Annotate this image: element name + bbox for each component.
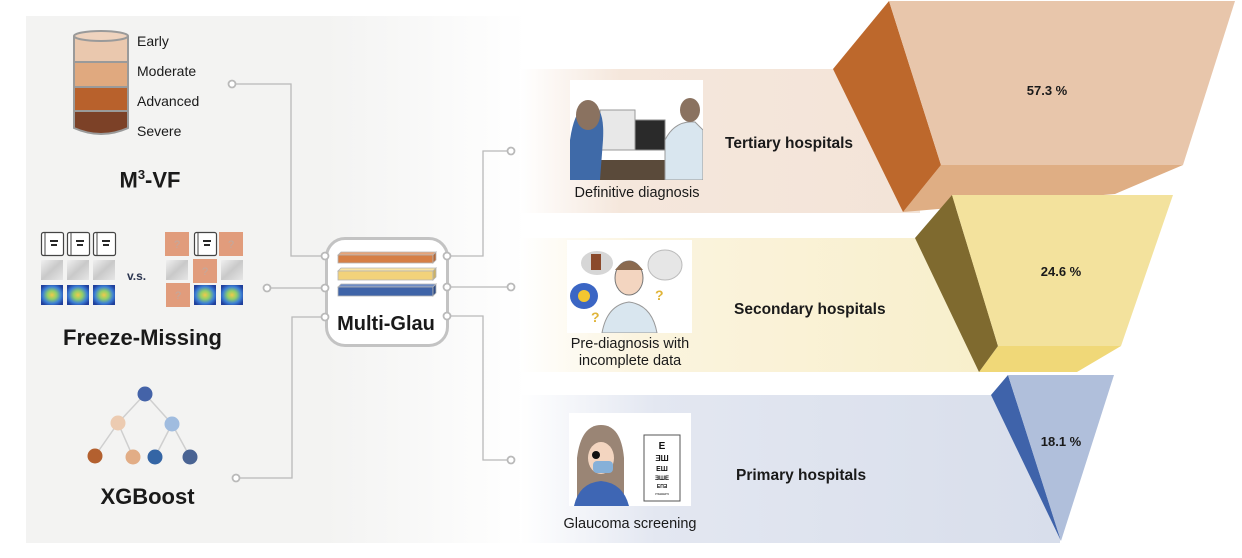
svg-text:?: ?: [591, 309, 600, 325]
versus-label: v.s.: [127, 269, 147, 283]
connector-node: [506, 282, 516, 292]
port-node: [442, 282, 452, 292]
tree-node: [125, 449, 141, 465]
connector-node: [506, 146, 516, 156]
connector-node: [506, 455, 516, 465]
fundus-image-icon: [221, 260, 243, 280]
funnel-tertiary-front-face: [889, 1, 1235, 165]
tree-node: [87, 448, 103, 464]
tree-node: [110, 415, 126, 431]
funnel-secondary-percent: 24.6 %: [1041, 264, 1082, 279]
funnel-tertiary-side-face: [833, 1, 941, 212]
funnel-primary-side-face: [991, 375, 1061, 541]
stage-label-severe: Severe: [137, 123, 182, 139]
tertiary-hospitals-label: Tertiary hospitals: [725, 135, 854, 152]
eye-chart-screening-icon: E ƎШ EШ ƎШE EПƎ mɯɯm: [574, 425, 681, 506]
svg-text:EПƎ: EПƎ: [657, 484, 667, 490]
connector-node: [262, 283, 272, 293]
secondary-hospitals-label: Secondary hospitals: [734, 301, 886, 318]
visual-field-map-icon: [41, 285, 63, 305]
freeze-missing-illustration: ?: [40, 231, 243, 307]
svg-text:ƎШ: ƎШ: [655, 454, 668, 463]
m3vf-title-main: M: [119, 167, 138, 193]
funnel-secondary-front-face: [952, 195, 1173, 346]
svg-text:?: ?: [655, 287, 664, 303]
stage-label-early: Early: [137, 33, 169, 49]
funnel-secondary-side-face: [915, 195, 998, 372]
m3vf-title: M3-VF: [95, 167, 205, 193]
pre-diagnosis-caption-line2: incomplete data: [578, 353, 682, 369]
funnel-secondary-bottom-face: [979, 346, 1121, 372]
funnel-primary-front-face: [1008, 375, 1114, 541]
eye-exam-icon: [570, 98, 704, 181]
multi-glau-title: Multi-Glau: [337, 313, 435, 335]
stage-label-moderate: Moderate: [137, 63, 197, 79]
fundus-image-icon: [67, 260, 89, 280]
connector-node: [227, 79, 237, 89]
port-node: [320, 283, 330, 293]
connector-m3vf: [236, 83, 325, 257]
freeze-missing-title: Freeze-Missing: [63, 325, 222, 350]
tree-node: [182, 449, 198, 465]
port-node: [320, 312, 330, 322]
pre-diagnosis-illustration: ? ?: [567, 240, 692, 334]
pre-diagnosis-caption: Pre-diagnosis with incomplete data: [560, 336, 700, 370]
xgboost-title: XGBoost: [100, 484, 195, 509]
connector-tertiary: [447, 150, 509, 257]
definitive-diagnosis-caption: Definitive diagnosis: [574, 185, 700, 201]
fundus-image-icon: [41, 260, 63, 280]
funnel-primary-percent: 18.1 %: [1041, 434, 1082, 449]
svg-text:EШ: EШ: [656, 466, 668, 473]
fundus-image-icon: [93, 260, 115, 280]
tree-node: [147, 449, 163, 465]
model-layers-icon: [337, 251, 437, 297]
thinking-doctor-icon: ? ?: [570, 249, 683, 334]
m3vf-title-rest: -VF: [145, 167, 181, 193]
glaucoma-screening-caption: Glaucoma screening: [563, 516, 697, 532]
visual-field-map-icon: [194, 285, 216, 305]
tree-node: [137, 386, 153, 402]
glaucoma-screening-illustration: E ƎШ EШ ƎШE EПƎ mɯɯm: [569, 413, 691, 506]
stage-label-advanced: Advanced: [137, 93, 200, 109]
port-node: [442, 251, 452, 261]
connector-xgboost: [236, 316, 325, 479]
svg-text:ƎШE: ƎШE: [655, 476, 669, 482]
m3vf-title-superscript: 3: [137, 167, 146, 182]
connector-node: [231, 473, 241, 483]
primary-hospitals-label: Primary hospitals: [736, 467, 867, 484]
fundus-image-icon: [166, 260, 188, 280]
connector-primary: [447, 315, 509, 461]
visual-field-map-icon: [221, 285, 243, 305]
svg-text:E: E: [659, 441, 666, 452]
tree-node: [164, 416, 180, 432]
funnel-tertiary-percent: 57.3 %: [1027, 83, 1068, 98]
svg-text:mɯɯm: mɯɯm: [655, 491, 669, 496]
stage-cylinder-icon: [73, 30, 129, 135]
decision-tree-icon: [87, 386, 198, 465]
pre-diagnosis-caption-line1: Pre-diagnosis with: [570, 336, 690, 352]
visual-field-map-icon: [93, 285, 115, 305]
visual-field-map-icon: [67, 285, 89, 305]
port-node: [442, 311, 452, 321]
port-node: [320, 251, 330, 261]
definitive-diagnosis-illustration: [570, 80, 704, 181]
